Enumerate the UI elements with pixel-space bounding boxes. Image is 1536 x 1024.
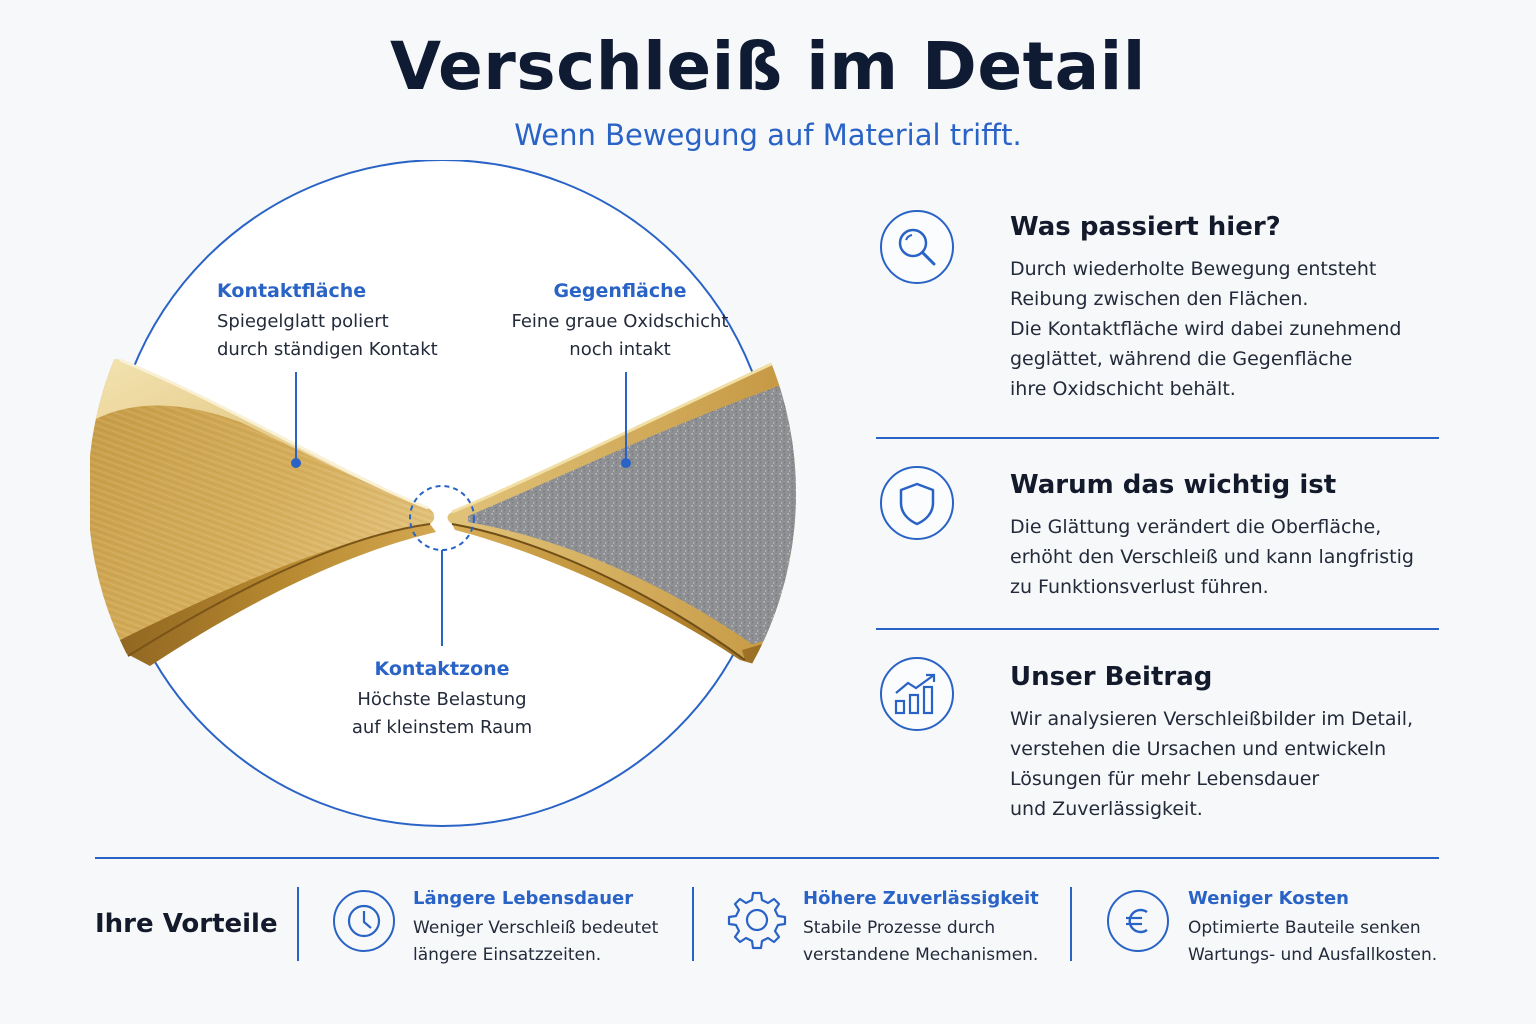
info-heading: Was passiert hier? <box>1010 212 1281 242</box>
info-line: Die Kontaktfläche wird dabei zunehmend <box>1010 318 1402 340</box>
left-component <box>90 356 436 666</box>
info-line: Wir analysieren Verschleißbilder im Deta… <box>1010 708 1414 730</box>
callout-contact-surface: Kontaktfläche Spiegelglatt poliert durch… <box>217 280 438 364</box>
info-what-happens: Was passiert hier? Durch wiederholte Bew… <box>1010 212 1440 404</box>
page-subtitle: Wenn Bewegung auf Material trifft. <box>514 118 1022 152</box>
info-heading: Warum das wichtig ist <box>1010 470 1337 500</box>
page-title: Verschleiß im Detail <box>390 28 1146 105</box>
callout-heading: Kontaktfläche <box>217 280 367 302</box>
callout-text: Höchste Belastung <box>357 689 527 710</box>
leader-dot-counter-surface <box>621 458 631 468</box>
info-line: Durch wiederholte Bewegung entsteht <box>1010 258 1377 280</box>
divider <box>876 628 1439 630</box>
callout-contact-zone: Kontaktzone Höchste Belastung auf kleins… <box>322 658 562 742</box>
benefits-title: Ihre Vorteile <box>95 909 278 939</box>
callout-text: durch ständigen Kontakt <box>217 339 438 360</box>
benefit-longer-life: Längere Lebensdauer Weniger Verschleiß b… <box>413 888 683 969</box>
benefit-heading: Weniger Kosten <box>1188 888 1349 909</box>
benefit-reliability: Höhere Zuverlässigkeit Stabile Prozesse … <box>803 888 1073 969</box>
benefit-line: verstandene Mechanismen. <box>803 945 1039 965</box>
benefits-separator <box>297 887 299 961</box>
info-our-contribution: Unser Beitrag Wir analysieren Verschleiß… <box>1010 662 1440 824</box>
contact-zone-marker <box>409 485 475 551</box>
gear-icon <box>726 889 788 955</box>
info-why-important: Warum das wichtig ist Die Glättung verän… <box>1010 470 1440 602</box>
info-line: verstehen die Ursachen und entwickeln <box>1010 738 1387 760</box>
benefit-line: Stabile Prozesse durch <box>803 918 996 938</box>
info-line: erhöht den Verschleiß und kann langfrist… <box>1010 546 1414 568</box>
clock-icon <box>333 890 395 952</box>
growth-chart-icon <box>880 657 954 731</box>
magnifier-icon <box>880 210 954 284</box>
divider <box>876 437 1439 439</box>
euro-icon <box>1107 890 1169 952</box>
benefit-line: Weniger Verschleiß bedeutet <box>413 918 659 938</box>
callout-heading: Gegenfläche <box>553 280 687 302</box>
leader-dot-contact-surface <box>291 458 301 468</box>
info-line: geglättet, während die Gegenfläche <box>1010 348 1353 370</box>
shield-icon <box>880 466 954 540</box>
callout-text: Feine graue Oxidschicht <box>511 311 729 332</box>
info-heading: Unser Beitrag <box>1010 662 1213 692</box>
benefit-line: Optimierte Bauteile senken <box>1188 918 1421 938</box>
callout-heading: Kontaktzone <box>374 658 510 680</box>
benefits-separator <box>692 887 694 961</box>
wear-diagram <box>90 160 796 827</box>
info-line: Die Glättung verändert die Oberfläche, <box>1010 516 1382 538</box>
info-line: Reibung zwischen den Flächen. <box>1010 288 1309 310</box>
callout-counter-surface: Gegenfläche Feine graue Oxidschicht noch… <box>490 280 750 364</box>
benefit-line: Wartungs- und Ausfallkosten. <box>1188 945 1438 965</box>
info-line: zu Funktionsverlust führen. <box>1010 576 1269 598</box>
callout-text: auf kleinstem Raum <box>351 717 533 738</box>
benefits-divider <box>95 857 1439 859</box>
info-line: und Zuverlässigkeit. <box>1010 798 1203 820</box>
info-line: ihre Oxidschicht behält. <box>1010 378 1236 400</box>
benefit-heading: Höhere Zuverlässigkeit <box>803 888 1039 909</box>
info-line: Lösungen für mehr Lebensdauer <box>1010 768 1320 790</box>
benefit-lower-costs: Weniger Kosten Optimierte Bauteile senke… <box>1188 888 1458 969</box>
oxide-layer <box>468 382 796 644</box>
benefits-separator <box>1070 887 1072 961</box>
callout-text: noch intakt <box>569 339 671 360</box>
benefit-line: längere Einsatzzeiten. <box>413 945 602 965</box>
benefit-heading: Längere Lebensdauer <box>413 888 634 909</box>
callout-text: Spiegelglatt poliert <box>217 311 389 332</box>
